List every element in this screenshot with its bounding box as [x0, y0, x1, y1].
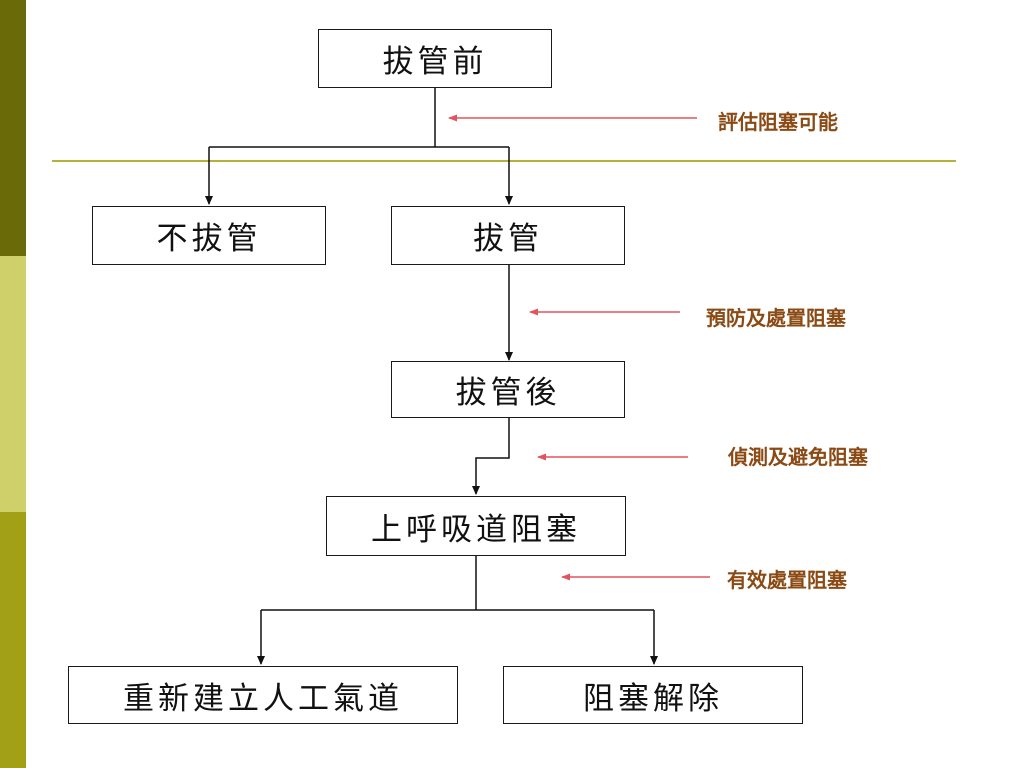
arrow-after-to-obstruction [472, 418, 510, 495]
annotation-manage: 有效處置阻塞 [727, 568, 847, 592]
box-no-extubation: 不拔管 [92, 206, 326, 265]
box-after-extubation: 拔管後 [391, 361, 625, 418]
box-upper-airway-obstruction: 上呼吸道阻塞 [326, 496, 626, 556]
box-reestablish-airway: 重新建立人工氣道 [68, 666, 458, 724]
annotation-prevent: 預防及處置阻塞 [706, 306, 846, 330]
box-before-extubation: 拔管前 [318, 29, 552, 88]
box-upper-airway-obstruction-label: 上呼吸道阻塞 [371, 511, 581, 548]
annotation-detect: 偵測及避免阻塞 [728, 445, 868, 469]
sidebar-band-middle [0, 256, 26, 512]
box-reestablish-airway-label: 重新建立人工氣道 [123, 680, 403, 717]
box-obstruction-relieved: 阻塞解除 [503, 666, 803, 724]
sidebar-band-bottom [0, 512, 26, 768]
box-obstruction-relieved-label: 阻塞解除 [583, 680, 723, 717]
box-extubation-label: 拔管 [473, 221, 543, 257]
sidebar-band-top [0, 0, 26, 256]
box-after-extubation-label: 拔管後 [455, 375, 561, 411]
box-extubation: 拔管 [391, 206, 625, 265]
box-before-extubation-label: 拔管前 [382, 44, 488, 80]
box-no-extubation-label: 不拔管 [156, 221, 262, 257]
annotation-assess: 評估阻塞可能 [718, 110, 838, 134]
